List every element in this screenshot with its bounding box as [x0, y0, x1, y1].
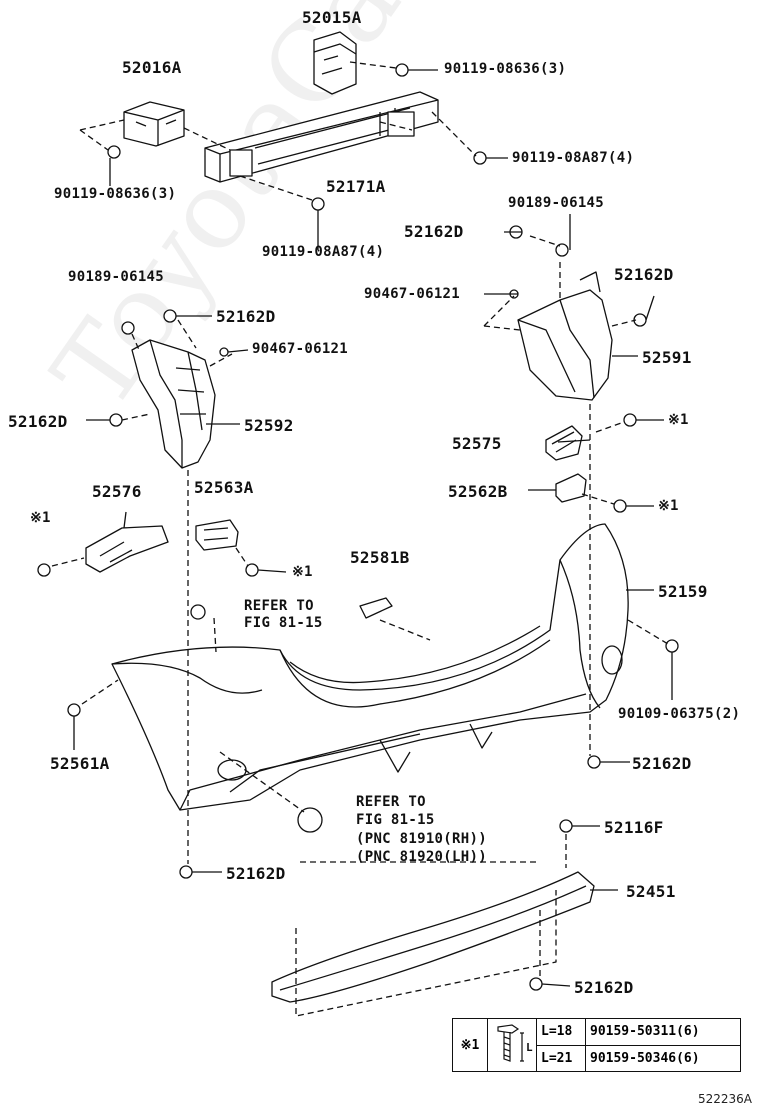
part-label-52575: 52575	[452, 434, 502, 453]
nut-label-right: 90467-06121	[364, 286, 461, 302]
bolt-illustration-cell: L	[487, 1018, 537, 1072]
note-marker-a: ※1	[668, 412, 689, 428]
part-label-52576: 52576	[92, 482, 142, 501]
bolt-label-right: 90119-08A87(4)	[512, 150, 635, 166]
bracket-52563A	[195, 519, 239, 551]
part-label-52116F: 52116F	[604, 818, 664, 837]
part-label-52562B: 52562B	[448, 482, 508, 501]
garnish-52451	[271, 871, 595, 1003]
bolt-label-bottom: 90119-08A87(4)	[262, 244, 385, 260]
part-label-52561A: 52561A	[50, 754, 110, 773]
bracket-52016A	[123, 101, 185, 147]
bracket-52575	[545, 425, 583, 461]
nut-label-left: 90467-06121	[252, 341, 349, 357]
leader-lines	[73, 69, 673, 987]
bolt-label-left: 90119-08636(3)	[54, 186, 177, 202]
part-label-52016A: 52016A	[122, 58, 182, 77]
part-label-52581B: 52581B	[350, 548, 410, 567]
part-label-52162D-f: 52162D	[226, 864, 286, 883]
part-label-52563A: 52563A	[194, 478, 254, 497]
part-label-52171A: 52171A	[326, 177, 386, 196]
note-marker-b: ※1	[658, 498, 679, 514]
part-label-52162D-g: 52162D	[574, 978, 634, 997]
dashed-lines	[51, 61, 669, 1017]
part-label-52162D-b: 52162D	[614, 265, 674, 284]
spec-length-2: L=21	[536, 1044, 586, 1072]
bolt-label-06375: 90109-06375(2)	[618, 706, 741, 722]
part-label-52159: 52159	[658, 582, 708, 601]
spec-length-1: L=18	[536, 1018, 586, 1046]
part-label-52451: 52451	[626, 882, 676, 901]
bolt-label-top: 90119-08636(3)	[444, 61, 567, 77]
reflector-52581B	[359, 597, 393, 619]
bolt-spec-table: ※1 L L=18 90159-50311(6) L=21 90159-5034…	[452, 1018, 741, 1072]
spec-marker: ※1	[452, 1018, 488, 1072]
screw-label-left: 90189-06145	[68, 269, 165, 285]
note-marker-c: ※1	[30, 510, 51, 526]
fasteners	[37, 63, 679, 991]
part-label-52162D-d: 52162D	[8, 412, 68, 431]
part-label-52162D-c: 52162D	[216, 307, 276, 326]
part-label-52162D-a: 52162D	[404, 222, 464, 241]
part-label-52015A: 52015A	[302, 8, 362, 27]
part-label-52591: 52591	[642, 348, 692, 367]
bracket-52562B	[555, 473, 587, 503]
dimension-label: L	[526, 1041, 533, 1054]
bumper-cover-52159	[111, 523, 629, 811]
retainer-rh-52591	[517, 271, 613, 401]
illustration-code: 522236A	[697, 1092, 752, 1106]
part-label-52162D-e: 52162D	[632, 754, 692, 773]
spec-part-2: 90159-50346(6)	[585, 1044, 741, 1072]
screw-label-right: 90189-06145	[508, 195, 605, 211]
note-marker-d: ※1	[292, 564, 313, 580]
spec-part-1: 90159-50311(6)	[585, 1018, 741, 1046]
refer-note-bottom-line1: REFER TO	[356, 794, 426, 810]
refer-note-bottom-line2: FIG 81-15	[356, 812, 435, 828]
refer-note-top-line2: FIG 81-15	[244, 615, 323, 631]
bolt-icon: L	[497, 1024, 533, 1062]
part-label-52592: 52592	[244, 416, 294, 435]
refer-note-bottom-line4: (PNC 81920(LH))	[356, 849, 487, 865]
bracket-52015A	[313, 31, 357, 95]
retainer-lh-52592	[131, 339, 216, 469]
reinforcement-part	[204, 91, 439, 183]
refer-note-bottom-line3: (PNC 81910(RH))	[356, 831, 487, 847]
bracket-52576	[85, 511, 169, 573]
refer-note-top-line1: REFER TO	[244, 598, 314, 614]
